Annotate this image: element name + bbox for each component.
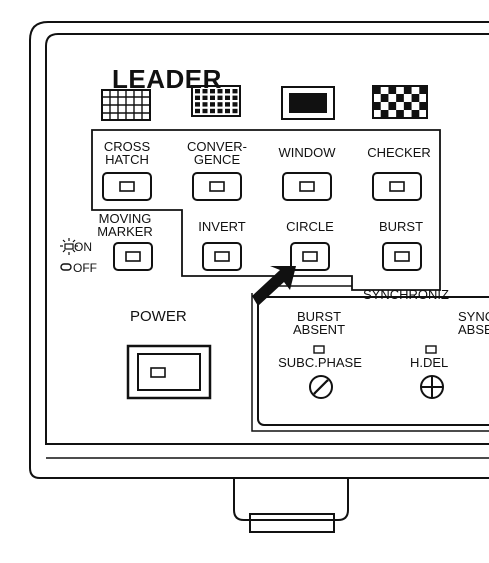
h-delay-label: H.DEL	[410, 355, 449, 370]
window-label: WINDOW	[278, 145, 336, 160]
burst-absent-lamp	[313, 345, 325, 354]
invert-label: INVERT	[198, 219, 246, 234]
window-button[interactable]	[282, 172, 332, 201]
dot-grid-pattern-icon	[191, 85, 241, 117]
marker-on-lamp-icon	[60, 238, 78, 255]
convergence-button[interactable]	[192, 172, 242, 201]
burst-button[interactable]	[382, 242, 422, 271]
sync-absent-label: SYNCABSEN	[458, 309, 489, 337]
circle-button[interactable]	[290, 242, 330, 271]
burst-label: BURST	[378, 219, 424, 234]
h-delay-knob[interactable]	[420, 375, 444, 399]
synchronize-title: SYNCHRONIZ	[363, 287, 449, 302]
crosshatch-pattern-icon	[101, 89, 151, 121]
moving-marker-button[interactable]	[113, 242, 153, 271]
button-group-outline	[91, 129, 441, 291]
subc-phase-label: SUBC.PHASE	[278, 355, 362, 370]
chassis	[29, 21, 489, 479]
stand-foot	[233, 478, 349, 533]
power-label: POWER	[130, 308, 187, 325]
marker-on-label: ON	[74, 240, 92, 254]
window-pattern-icon	[281, 86, 335, 120]
brand-logo: LEADER	[112, 64, 222, 94]
circle-label: CIRCLE	[286, 219, 334, 234]
cross-hatch-button[interactable]	[102, 172, 152, 201]
checker-button[interactable]	[372, 172, 422, 201]
invert-button[interactable]	[202, 242, 242, 271]
subc-phase-knob[interactable]	[309, 375, 333, 399]
synchronize-panel	[251, 285, 489, 432]
marker-off-lamp-icon	[60, 263, 72, 271]
convergence-label: CONVER-GENCE	[187, 139, 247, 167]
power-button[interactable]	[126, 344, 212, 400]
sync-absent-lamp	[425, 345, 437, 354]
marker-off-label: OFF	[73, 261, 97, 275]
checkerboard-pattern-icon	[372, 85, 428, 119]
checker-label: CHECKER	[367, 145, 431, 160]
